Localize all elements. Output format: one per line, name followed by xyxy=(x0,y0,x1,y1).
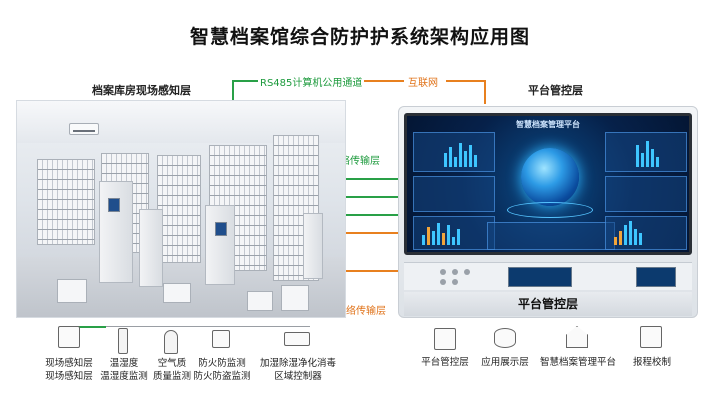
archive-shelf xyxy=(157,155,201,263)
sensor-device-box xyxy=(163,283,191,303)
sensor-device-box xyxy=(281,285,309,311)
right-section-label: 平台管控层 xyxy=(528,84,583,97)
device-connector-line xyxy=(70,326,310,327)
platform-caption: 智慧档案管理平台 xyxy=(539,357,616,368)
platform-control-icon xyxy=(434,328,456,350)
dashboard-panel xyxy=(413,176,495,212)
sensor-device-icon xyxy=(58,326,80,348)
dashboard-panel xyxy=(487,222,615,250)
left-section-label: 档案库房现场感知层 xyxy=(92,84,191,97)
dashboard-panel xyxy=(413,132,495,172)
rs485-link-stub xyxy=(232,80,258,82)
globe-ring xyxy=(507,202,593,218)
archive-home-icon xyxy=(566,326,588,348)
platform-caption: 报程校制 xyxy=(632,357,671,368)
air-conditioner-icon xyxy=(69,123,99,135)
platform-nameplate: 平台管控层 xyxy=(404,292,692,316)
console-knob xyxy=(464,269,470,275)
platform-caption: 应用展示层 xyxy=(481,357,529,368)
database-icon xyxy=(494,328,516,348)
dashboard-title: 智慧档案管理平台 xyxy=(516,120,580,129)
device-caption: 现场感知层现场感知层 xyxy=(45,358,93,382)
console-knob xyxy=(452,279,458,285)
device-caption: 防火防监测防火防盗监测 xyxy=(193,358,251,382)
globe-icon xyxy=(521,148,579,206)
control-cabinet xyxy=(99,181,133,283)
control-console xyxy=(404,262,692,290)
console-knob xyxy=(440,269,446,275)
device-caption: 温湿度温湿度监测 xyxy=(100,358,148,382)
fire-alarm-icon xyxy=(212,330,230,348)
archive-storage-room xyxy=(16,100,346,318)
network-link-lower-orange xyxy=(320,270,404,272)
dehumidifier-unit xyxy=(303,213,323,279)
internet-label: 互联网 xyxy=(408,78,438,89)
network-layer-label-upper: 网络传输层 xyxy=(330,156,380,167)
console-knob xyxy=(440,279,446,285)
report-calibration-icon xyxy=(640,326,662,348)
console-display xyxy=(636,267,676,287)
console-knob xyxy=(452,269,458,275)
fire-monitor-cabinet xyxy=(205,205,235,285)
device-connector-green xyxy=(66,326,106,328)
sensor-device-box xyxy=(57,279,87,303)
area-controller-icon xyxy=(284,332,310,346)
archive-shelf xyxy=(37,159,95,245)
diagram-title: 智慧档案馆综合防护护系统架构应用图 xyxy=(189,26,530,48)
internet-link-down xyxy=(484,80,486,104)
internet-link-left xyxy=(364,80,404,82)
dashboard-panel xyxy=(605,176,687,212)
dashboard-panel xyxy=(605,216,687,250)
device-caption: 空气质质量监测 xyxy=(152,358,191,382)
air-quality-sensor-icon xyxy=(164,330,178,354)
rs485-channel-label: RS485计算机公用通道 xyxy=(260,78,363,89)
dashboard-panel xyxy=(605,132,687,172)
air-purifier-unit xyxy=(139,209,163,287)
console-display xyxy=(508,267,572,287)
dashboard-panel xyxy=(413,216,495,250)
thermometer-icon xyxy=(118,328,128,354)
internet-link-right xyxy=(446,80,486,82)
platform-caption: 平台管控层 xyxy=(421,357,469,368)
sensor-device-box xyxy=(247,291,273,311)
management-dashboard-screen: 智慧档案管理平台 xyxy=(404,113,692,255)
device-caption: 加湿除湿净化消毒区域控制器 xyxy=(259,358,336,382)
network-layer-label-lower: 网络传输层 xyxy=(336,306,386,317)
